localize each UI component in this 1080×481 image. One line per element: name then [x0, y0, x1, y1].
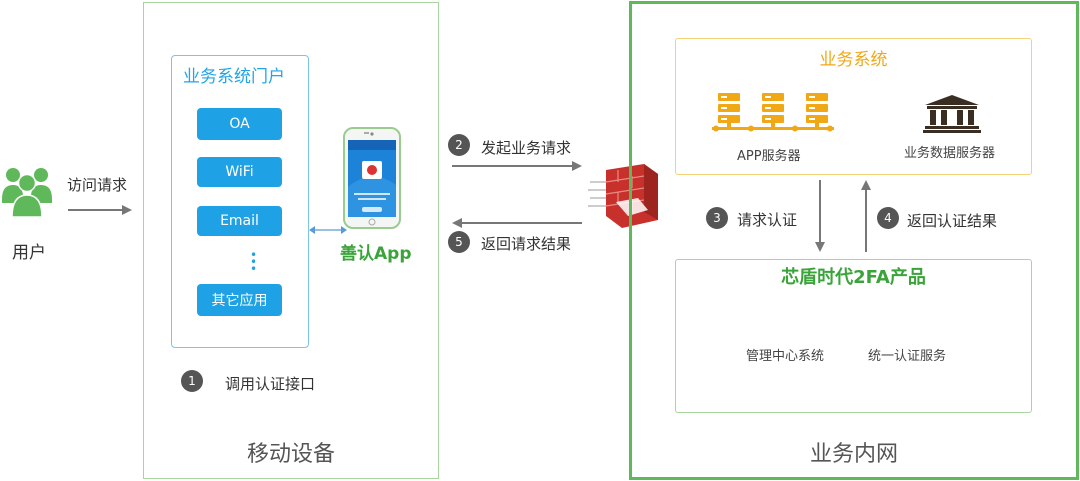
- step-1-label: 调用认证接口: [225, 375, 316, 393]
- shanren-app-label: 善认App: [340, 244, 412, 264]
- 2fa-product-box: [675, 259, 1032, 413]
- more-apps-ellipsis: •••: [250, 248, 258, 276]
- portal-title: 业务系统门户: [183, 67, 285, 87]
- step-2-badge: 2: [448, 134, 470, 156]
- smartphone-icon: [343, 127, 401, 233]
- business-system-box: [675, 38, 1032, 175]
- intranet-title: 业务内网: [809, 442, 898, 467]
- business-portal: [171, 55, 309, 348]
- app-other-button[interactable]: 其它应用: [197, 284, 282, 316]
- app-email-button[interactable]: Email: [197, 206, 282, 236]
- step-5-badge: 5: [448, 231, 470, 253]
- step-3-badge: 3: [706, 207, 728, 229]
- users-group-icon: [2, 165, 52, 223]
- unified-auth-label: 统一认证服务: [868, 349, 947, 364]
- business-system-title: 业务系统: [819, 50, 888, 70]
- firewall-icon: [588, 160, 666, 236]
- user-label: 用户: [12, 243, 46, 263]
- portal-phone-link: [309, 226, 347, 234]
- server-cluster-icon: [712, 93, 834, 139]
- app-oa-button[interactable]: OA: [197, 108, 282, 140]
- mobile-device-title: 移动设备: [246, 442, 335, 467]
- step-5-label: 返回请求结果: [481, 235, 572, 253]
- app-server-label: APP服务器: [737, 149, 801, 164]
- step-3-label: 请求认证: [737, 211, 798, 229]
- mobile-device-zone: [143, 2, 439, 479]
- step-4-label: 返回认证结果: [907, 212, 998, 230]
- request-auth-arrow: [815, 180, 825, 252]
- return-result-arrow: [452, 218, 582, 228]
- access-request-label: 访问请求: [67, 176, 128, 194]
- return-auth-arrow: [861, 180, 871, 252]
- step-1-badge: 1: [181, 370, 203, 392]
- data-server-label: 业务数据服务器: [904, 146, 996, 161]
- step-2-label: 发起业务请求: [481, 139, 572, 157]
- 2fa-product-title: 芯盾时代2FA产品: [781, 267, 926, 288]
- access-arrow: [68, 205, 132, 215]
- database-building-icon: [923, 95, 981, 137]
- app-wifi-button[interactable]: WiFi: [197, 157, 282, 187]
- intranet-zone: [629, 1, 1079, 480]
- business-request-arrow: [452, 161, 582, 171]
- step-4-badge: 4: [877, 207, 899, 229]
- management-center-label: 管理中心系统: [746, 349, 825, 364]
